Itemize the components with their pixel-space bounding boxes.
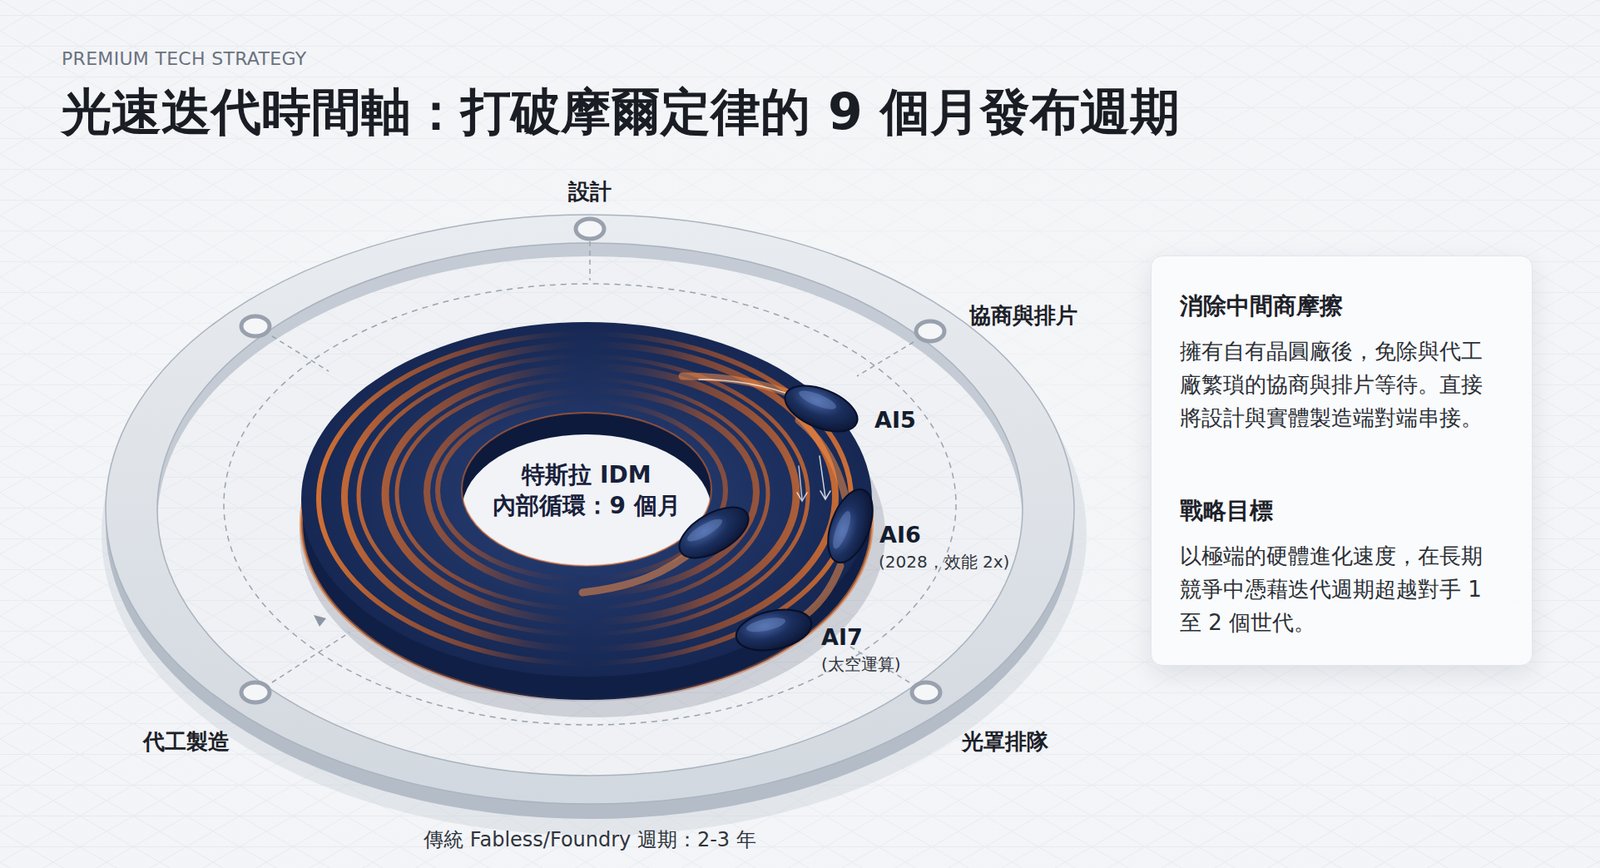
- stage-label: 設計: [568, 178, 612, 205]
- panel-body-text: 以極端的硬體進化速度，在長期競爭中憑藉迭代週期超越對手 1 至 2 個世代。: [1179, 539, 1499, 640]
- chip-label: AI5: [874, 406, 917, 434]
- dashed-spoke: [589, 241, 591, 281]
- flow-arrowhead: [820, 490, 831, 500]
- station-dot: [916, 321, 945, 342]
- torus-stripes: [318, 333, 852, 664]
- stage-label: 代工製造: [143, 728, 230, 755]
- station-dot: [241, 682, 270, 703]
- cycle-caption: 傳統 Fabless/Foundry 週期：2-3 年: [423, 827, 757, 853]
- dashed-orbit: [223, 283, 957, 725]
- center-text-group: 特斯拉 IDM內部循環：9 個月: [492, 459, 680, 521]
- ring-band: [105, 214, 1075, 804]
- ring-shadow: [101, 232, 1087, 836]
- pod-trail-line: [698, 379, 799, 398]
- pod-highlight: [829, 509, 855, 551]
- dashed-spoke: [856, 341, 914, 377]
- torus-stripe: [396, 378, 768, 609]
- dashed-spoke: [272, 336, 329, 372]
- torus-stripe: [385, 366, 797, 622]
- torus-top: [301, 321, 872, 677]
- pod-highlight: [684, 515, 726, 545]
- chip-pod: [778, 376, 865, 441]
- stage-label: 協商與排片: [969, 302, 1078, 329]
- pod-body: [671, 496, 758, 569]
- panel-heading: 消除中間商摩擦: [1179, 289, 1499, 323]
- loop-subheading: 內部循環：9 個月: [492, 490, 680, 521]
- pod-body: [732, 603, 816, 657]
- panel-body-text: 擁有自有晶圓廠後，免除與代工廠繁瑣的協商與排片等待。直接將設計與實體製造端對端串…: [1179, 334, 1499, 435]
- orbit-arrowhead: [313, 614, 327, 627]
- chip-note: (太空運算): [821, 653, 902, 674]
- station-dot: [241, 316, 270, 337]
- flow-arrow: [798, 465, 803, 500]
- stage-label: 光罩排隊: [961, 728, 1049, 755]
- chip-label: AI7: [821, 624, 863, 651]
- chip-label: AI6: [879, 521, 922, 549]
- kicker-text: PREMIUM TECH STRATEGY: [61, 48, 307, 70]
- loop-heading: 特斯拉 IDM: [492, 459, 680, 491]
- flow-arrowhead: [797, 492, 808, 501]
- slide-title: 光速迭代時間軸：打破摩爾定律的 9 個月發布週期: [61, 81, 1180, 142]
- chip-pod: [819, 483, 882, 569]
- idm-loop-torus: 特斯拉 IDM內部循環：9 個月: [291, 307, 891, 724]
- pod-highlight: [745, 614, 788, 635]
- station-dot: [575, 218, 605, 239]
- pod-highlight: [797, 386, 839, 413]
- pod-body: [778, 376, 865, 441]
- pod-trail: [798, 420, 848, 504]
- chip-pod: [671, 496, 758, 569]
- torus-stripe: [358, 356, 808, 635]
- chip-pod: [732, 603, 816, 657]
- torus-stripe: [318, 333, 852, 664]
- dashed-spoke: [272, 632, 350, 683]
- info-panel: 消除中間商摩擦擁有自有晶圓廠後，免除與代工廠繁瑣的協商與排片等待。直接將設計與實…: [1150, 255, 1533, 666]
- chip-note: (2028，效能 2x): [878, 551, 1010, 572]
- torus-stripe: [344, 344, 836, 649]
- torus-hole-rim: [461, 412, 712, 566]
- station-dot: [911, 682, 941, 703]
- torus-stripe: [426, 390, 757, 594]
- pod-body: [819, 483, 882, 569]
- panel-heading: 戰略目標: [1179, 494, 1499, 528]
